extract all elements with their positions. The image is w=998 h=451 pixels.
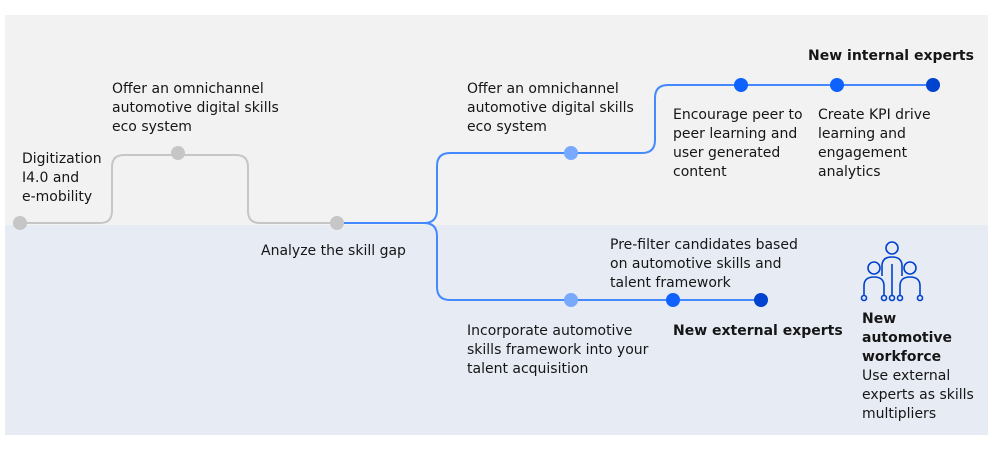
node-external <box>754 293 768 307</box>
lower-blue-path <box>423 222 761 301</box>
external-experts-label: New external experts <box>673 323 843 339</box>
node-start <box>13 216 27 230</box>
node-prefilter <box>666 293 680 307</box>
internal-experts-label: New internal experts <box>808 48 974 64</box>
node-offer-right <box>564 146 578 160</box>
upper-blue-path <box>337 84 933 224</box>
node-encourage <box>734 78 748 92</box>
node-analyze <box>330 216 344 230</box>
analyze-label: Analyze the skill gap <box>261 243 406 259</box>
top-band <box>5 15 988 225</box>
node-incorporate <box>564 293 578 307</box>
start-label: Digitization I4.0 and e-mobility <box>22 151 102 205</box>
encourage-label: Encourage peer to peer learning and user… <box>673 107 803 180</box>
offer-right-label: Offer an omnichannel automotive digital … <box>467 81 634 135</box>
incorporate-label: Incorporate automotive skills framework … <box>467 323 649 377</box>
prefilter-label: Pre-filter candidates based on automotiv… <box>610 237 798 291</box>
node-internal <box>926 78 940 92</box>
workforce-description: Use external experts as skills multiplie… <box>862 368 974 422</box>
kpi-label: Create KPI drive learning and engagement… <box>818 107 931 180</box>
node-offer-left <box>171 146 185 160</box>
bottom-band <box>5 225 988 435</box>
offer-left-label: Offer an omnichannel automotive digital … <box>112 81 279 135</box>
node-kpi <box>830 78 844 92</box>
workforce-title: New automotive workforce <box>862 311 953 365</box>
people-network-icon <box>860 241 924 302</box>
